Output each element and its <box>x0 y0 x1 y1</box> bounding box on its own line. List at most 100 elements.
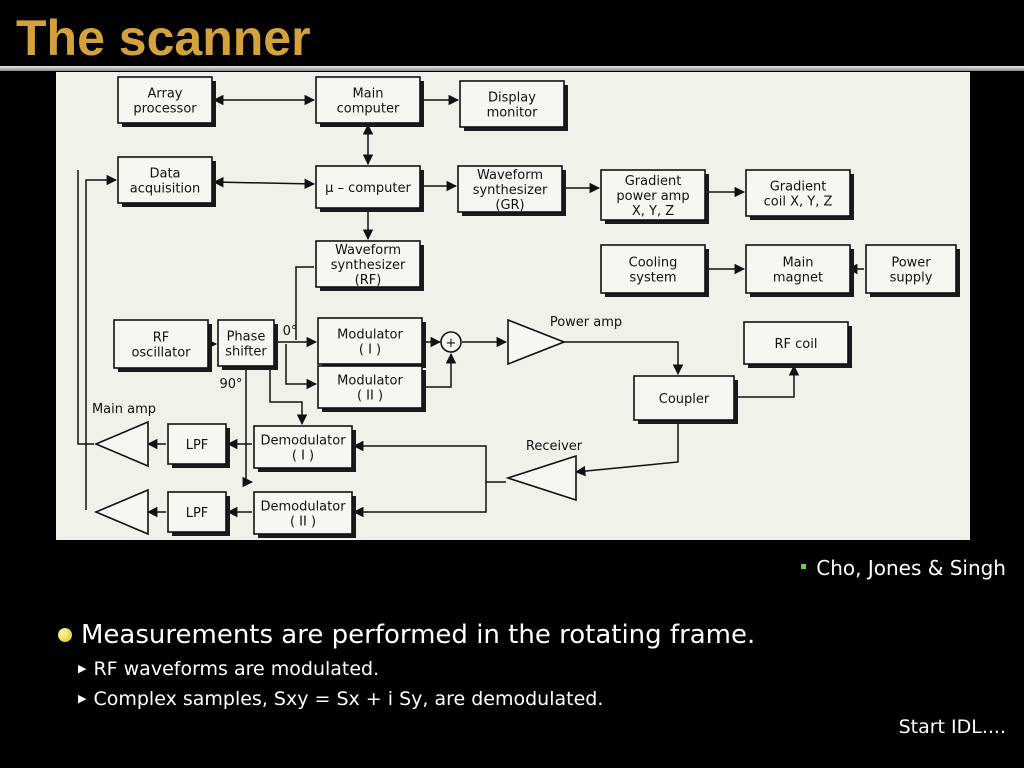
block-label: Modulator <box>337 328 403 343</box>
block-label: monitor <box>487 106 539 121</box>
block-label: Power <box>891 256 931 271</box>
block-label: RF coil <box>775 337 818 352</box>
block-label: Gradient <box>625 174 682 189</box>
bullet-dot-icon <box>58 628 72 642</box>
block-label: (GR) <box>495 198 524 213</box>
block-label: Array <box>147 87 182 102</box>
connector-line <box>352 440 506 483</box>
block-label: μ – computer <box>325 181 411 196</box>
block-lpf-1: LPF <box>167 423 230 468</box>
block-demodulator-1: Demodulator( I ) <box>253 425 356 472</box>
block-label: synthesizer <box>473 183 548 198</box>
block-label: power amp <box>616 189 689 204</box>
connector-line <box>736 364 800 398</box>
connector-line <box>85 174 118 510</box>
block-label: Main <box>782 256 813 271</box>
phase-90-label: 90° <box>219 377 242 392</box>
block-label: synthesizer <box>331 258 406 273</box>
block-mu-computer: μ – computer <box>315 165 424 212</box>
connector-line <box>77 170 94 445</box>
block-label: Data <box>149 167 180 182</box>
block-label: acquisition <box>130 182 201 197</box>
block-label: ( I ) <box>359 343 381 358</box>
receiver-label: Receiver <box>526 439 583 454</box>
connector-line <box>574 422 679 477</box>
title-divider <box>0 66 1024 71</box>
block-label: magnet <box>773 271 823 286</box>
footer-note: Start IDL.... <box>898 716 1006 738</box>
block-label: Phase <box>227 330 266 345</box>
triangle-bullet-icon: ▶ <box>78 692 87 705</box>
sub-bullet-text: Complex samples, Sxy = Sx + i Sy, are de… <box>93 688 604 710</box>
slide-title: The scanner <box>16 10 311 66</box>
power-amp-label: Power amp <box>550 315 622 330</box>
main-amp-triangle <box>93 488 149 536</box>
connector-line <box>285 344 318 390</box>
block-label: Modulator <box>337 374 403 389</box>
sub-bullet-text: RF waveforms are modulated. <box>93 658 380 680</box>
credit-bullet-icon <box>801 564 807 569</box>
connector-line <box>212 176 316 190</box>
receiver-triangle <box>505 454 577 502</box>
main-bullet: Measurements are performed in the rotati… <box>56 616 755 654</box>
block-label: processor <box>133 102 197 117</box>
block-lpf-2: LPF <box>167 491 230 536</box>
credit-text: Cho, Jones & Singh <box>816 556 1006 580</box>
main-amp-label: Main amp <box>92 402 156 417</box>
power-amp-triangle <box>507 318 567 366</box>
block-label: Display <box>488 91 536 106</box>
summer-label: + <box>446 336 457 351</box>
summer-junction <box>440 331 462 353</box>
figure-credit: Cho, Jones & Singh <box>801 556 1006 580</box>
block-label: shifter <box>225 345 267 360</box>
block-demodulator-2: Demodulator( II ) <box>253 491 356 538</box>
bullet-list: Measurements are performed in the rotati… <box>56 616 755 714</box>
connector-line <box>295 266 314 340</box>
block-label: Demodulator <box>260 434 346 449</box>
block-label: Main <box>352 87 383 102</box>
connector-line <box>424 352 457 388</box>
sub-bullet: ▶ Complex samples, Sxy = Sx + i Sy, are … <box>78 684 755 714</box>
block-label: X, Y, Z <box>632 204 674 219</box>
block-label: computer <box>337 102 400 117</box>
phase-0-label: 0° <box>283 324 298 339</box>
block-label: Waveform <box>335 243 401 258</box>
block-label: LPF <box>186 506 209 521</box>
block-modulator-2: Modulator( II ) <box>317 365 426 412</box>
block-label: Coupler <box>659 392 710 407</box>
block-label: (RF) <box>355 273 382 288</box>
connector-line <box>562 341 684 376</box>
block-label: Gradient <box>770 180 827 195</box>
block-label: ( I ) <box>292 449 314 464</box>
connector-line <box>269 368 308 426</box>
block-modulator-1: Modulator( I ) <box>317 317 426 368</box>
main-amp-triangle <box>93 420 149 468</box>
block-label: ( II ) <box>290 515 316 530</box>
block-label: supply <box>890 271 933 286</box>
block-rf-coil: RF coil <box>743 321 852 368</box>
sub-bullet: ▶ RF waveforms are modulated. <box>78 654 755 684</box>
block-label: Demodulator <box>260 500 346 515</box>
block-label: oscillator <box>131 346 191 361</box>
block-label: Waveform <box>477 168 543 183</box>
connector-line <box>242 368 254 488</box>
triangle-bullet-icon: ▶ <box>78 662 87 675</box>
main-bullet-text: Measurements are performed in the rotati… <box>81 620 756 650</box>
block-label: RF <box>153 331 170 346</box>
block-label: system <box>630 271 677 286</box>
block-label: LPF <box>186 438 209 453</box>
connector-line <box>352 482 487 518</box>
block-coupler: Coupler <box>633 375 738 424</box>
